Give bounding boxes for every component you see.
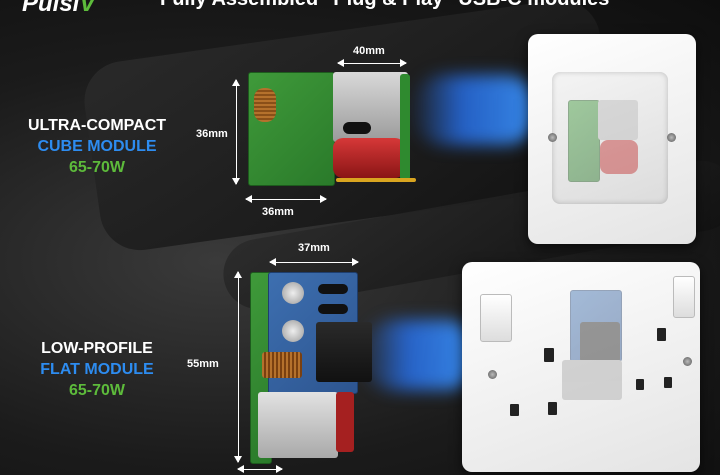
cube-dim-top: 40mm	[353, 45, 385, 57]
right-socket-switch	[673, 276, 695, 318]
flat-line1: LOW-PROFILE	[41, 340, 153, 357]
cube-side-pcb	[400, 74, 410, 180]
headline: Fully Assembled "Plug & Play" USB-C modu…	[160, 0, 609, 11]
cube-prong	[336, 178, 416, 182]
flat-power: 65-70W	[68, 382, 126, 399]
cube-capacitor	[333, 138, 405, 178]
cube-dim-side: 36mm	[196, 128, 228, 140]
flat-module-label: LOW-PROFILE FLAT MODULE 65-70W	[14, 338, 180, 401]
logo-text: Pulsi	[22, 0, 80, 17]
left-socket-slot-1	[510, 404, 519, 416]
flat-dim-top: 37mm	[298, 242, 330, 254]
cube-width-arrow-bottom	[245, 195, 327, 203]
cube-line2: CUBE MODULE	[37, 138, 157, 155]
double-socket-screw-left	[488, 370, 497, 379]
right-socket-slot-1	[636, 379, 644, 390]
right-socket-slot-3	[664, 377, 672, 388]
single-plate-screw-left	[548, 133, 557, 142]
double-socket-screw-right	[683, 357, 692, 366]
cube-power: 65-70W	[68, 159, 126, 176]
cube-height-arrow	[232, 79, 240, 185]
flat-height-arrow	[234, 271, 242, 463]
right-socket-slot-2	[657, 328, 666, 341]
single-plate-recess	[552, 72, 668, 204]
flat-usb-port-2	[318, 304, 348, 314]
blue-light-beam-bottom	[360, 320, 480, 390]
flat-connector-block	[258, 392, 338, 458]
cube-coil	[254, 88, 276, 122]
left-socket-slot-2	[548, 402, 557, 415]
flat-line2: FLAT MODULE	[40, 361, 154, 378]
pulsiv-logo: PulsiV	[22, 0, 95, 18]
flat-capacitor-1	[282, 282, 304, 304]
cube-line1: ULTRA-COMPACT	[27, 117, 167, 134]
blue-light-beam-top	[410, 75, 540, 145]
flat-dim-side: 55mm	[187, 358, 219, 370]
cube-module-label: ULTRA-COMPACT CUBE MODULE 65-70W	[14, 115, 180, 178]
flat-width-arrow-top	[269, 258, 359, 266]
flat-depth-arrow-bottom	[237, 465, 283, 473]
flat-coil	[262, 352, 302, 378]
cube-usb-port	[343, 122, 371, 134]
flat-red-part	[336, 392, 354, 452]
logo-accent: V	[79, 0, 96, 17]
single-plate-screw-right	[667, 133, 676, 142]
flat-transformer	[316, 322, 372, 382]
cube-width-arrow-top	[337, 59, 407, 67]
left-socket-slot-3	[544, 348, 554, 362]
flat-usb-port-1	[318, 284, 348, 294]
flat-capacitor-2	[282, 320, 304, 342]
cube-dim-bottom: 36mm	[262, 206, 294, 218]
left-socket-switch	[480, 294, 512, 342]
